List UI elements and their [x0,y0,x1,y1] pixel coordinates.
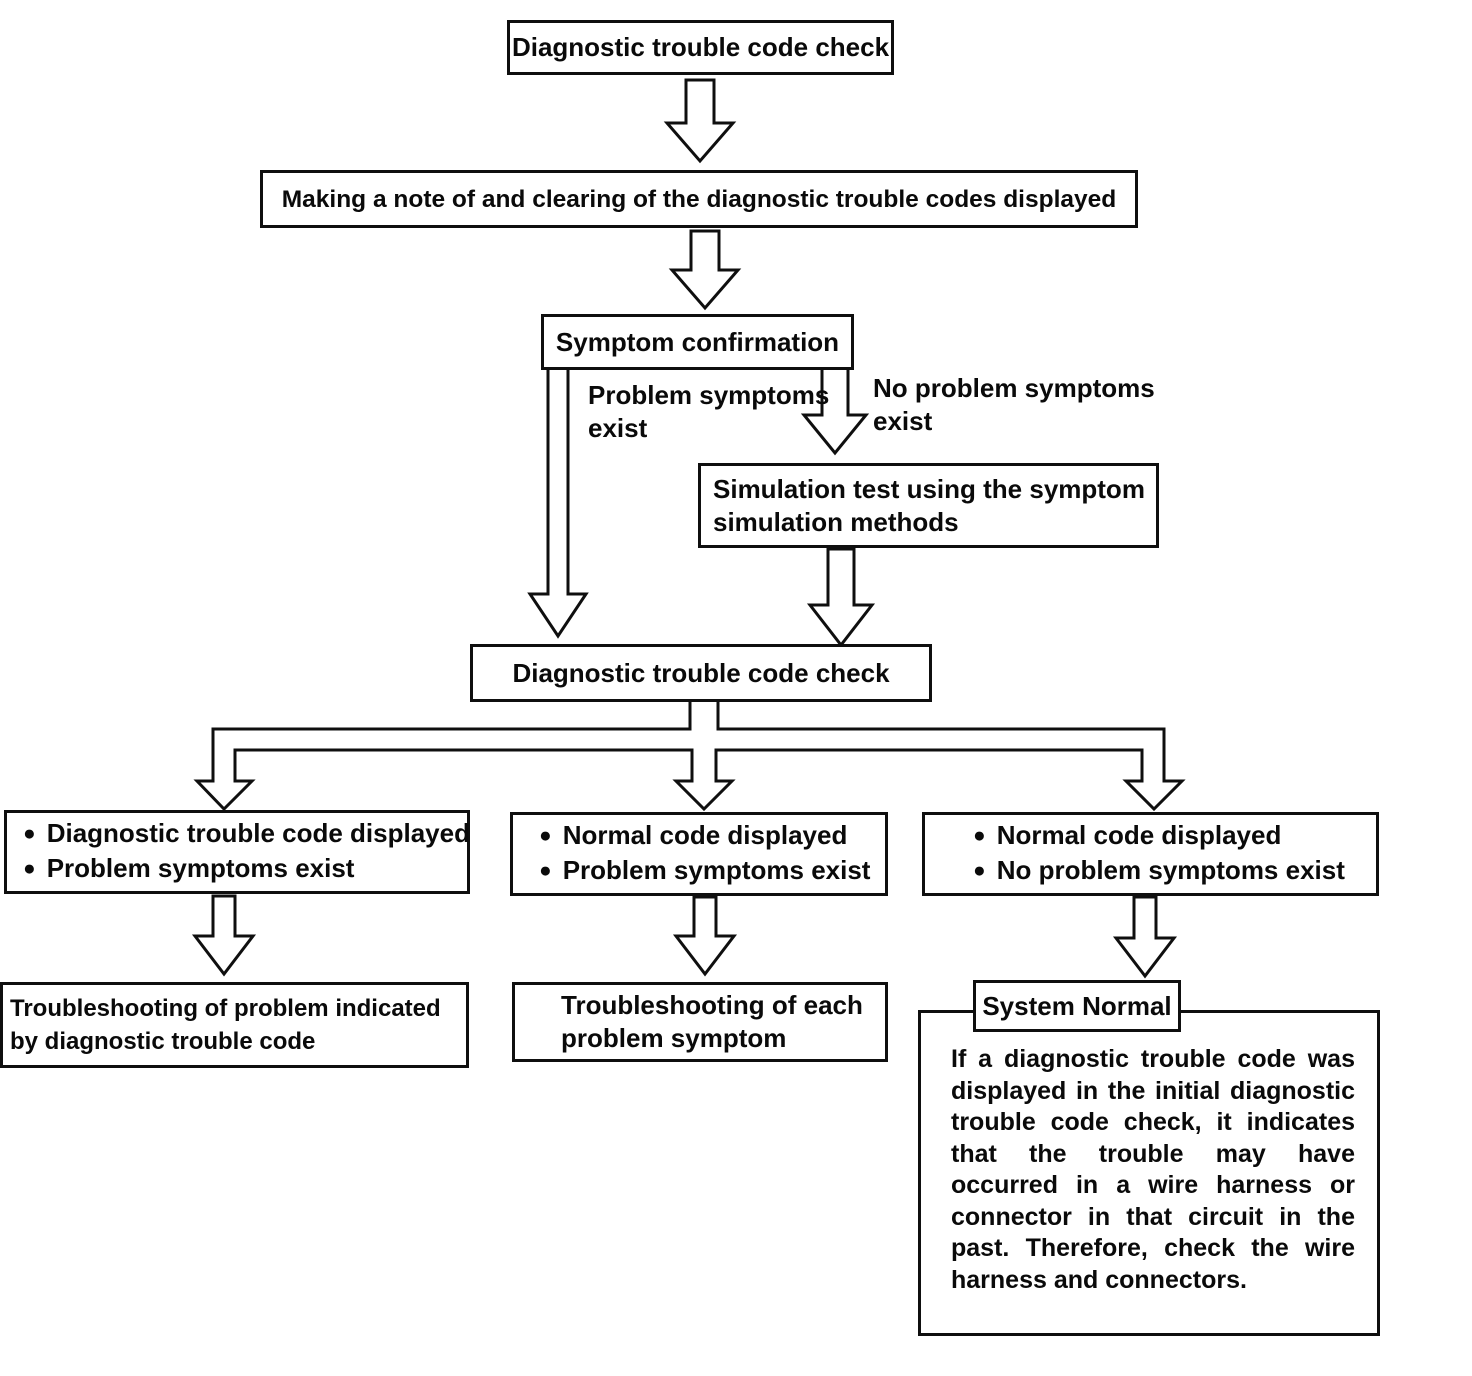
flow-box-line: simulation methods [713,506,959,537]
block-arrow-down-icon [806,547,876,648]
flow-box-label: Making a note of and clearing of the dia… [281,185,1117,213]
flow-box-system-normal: System Normal [973,980,1181,1032]
bullet-text: Problem symptoms exist [562,855,871,885]
flow-box-line: by diagnostic trouble code [10,1028,316,1055]
bullet-icon: ● [23,857,36,880]
bullet-icon: ● [539,824,552,847]
flow-box-system-normal-note: If a diagnostic trouble code was display… [918,1010,1380,1336]
flow-box-note-and-clear: Making a note of and clearing of the dia… [260,170,1138,228]
block-arrow-down-long-icon [527,366,589,639]
flow-box-label: Diagnostic trouble code check [511,32,890,62]
bullet-text: Normal code displayed [562,820,848,850]
system-normal-note-text: If a diagnostic trouble code was display… [951,1045,1355,1294]
bullet-text: Normal code displayed [996,820,1282,850]
block-arrow-down-icon [1112,895,1178,979]
bullet-text: No problem symptoms exist [996,855,1345,885]
bullet-icon: ● [539,859,552,882]
block-arrow-down-icon [672,895,738,977]
bullet-icon: ● [973,824,986,847]
flow-box-label: Diagnostic trouble code check [512,657,890,688]
block-arrow-down-icon [191,894,257,977]
bullet-text: Problem symptoms exist [46,853,355,883]
bullet-icon: ● [973,859,986,882]
block-arrow-down-icon [668,229,742,311]
branch-connector [193,698,1186,812]
flow-box-line: Simulation test using the symptom [713,473,1145,504]
flow-box-dtc-check-1: Diagnostic trouble code check [507,20,894,75]
flow-box-label: Symptom confirmation [555,326,840,357]
flow-box-case-dtc-displayed: ● Diagnostic trouble code displayed ● Pr… [4,810,470,894]
flow-box-line: Troubleshooting of each [561,990,863,1020]
edge-label-no-problem-symptoms: No problem symptoms exist [873,373,1155,436]
block-arrow-down-icon [800,366,870,456]
flow-box-label: System Normal [982,990,1172,1021]
flow-box-symptom-confirmation: Symptom confirmation [541,314,854,370]
flow-box-case-normal-no-problem: ● Normal code displayed ● No problem sym… [922,812,1379,896]
flow-box-case-normal-problem: ● Normal code displayed ● Problem sympto… [510,812,888,896]
flow-box-line: Troubleshooting of problem indicated [10,995,441,1022]
bullet-text: Diagnostic trouble code displayed [46,818,470,848]
edge-label-problem-symptoms: Problem symptoms exist [588,380,830,443]
flow-box-dtc-check-2: Diagnostic trouble code check [470,644,932,702]
bullet-icon: ● [23,822,36,845]
flow-box-troubleshoot-each-symptom: Troubleshooting of each problem symptom [512,982,888,1062]
flow-box-simulation-test: Simulation test using the symptom simula… [698,463,1159,548]
flow-box-troubleshoot-by-code: Troubleshooting of problem indicated by … [0,982,469,1068]
block-arrow-down-icon [663,78,737,164]
flow-box-line: problem symptom [561,1023,787,1053]
